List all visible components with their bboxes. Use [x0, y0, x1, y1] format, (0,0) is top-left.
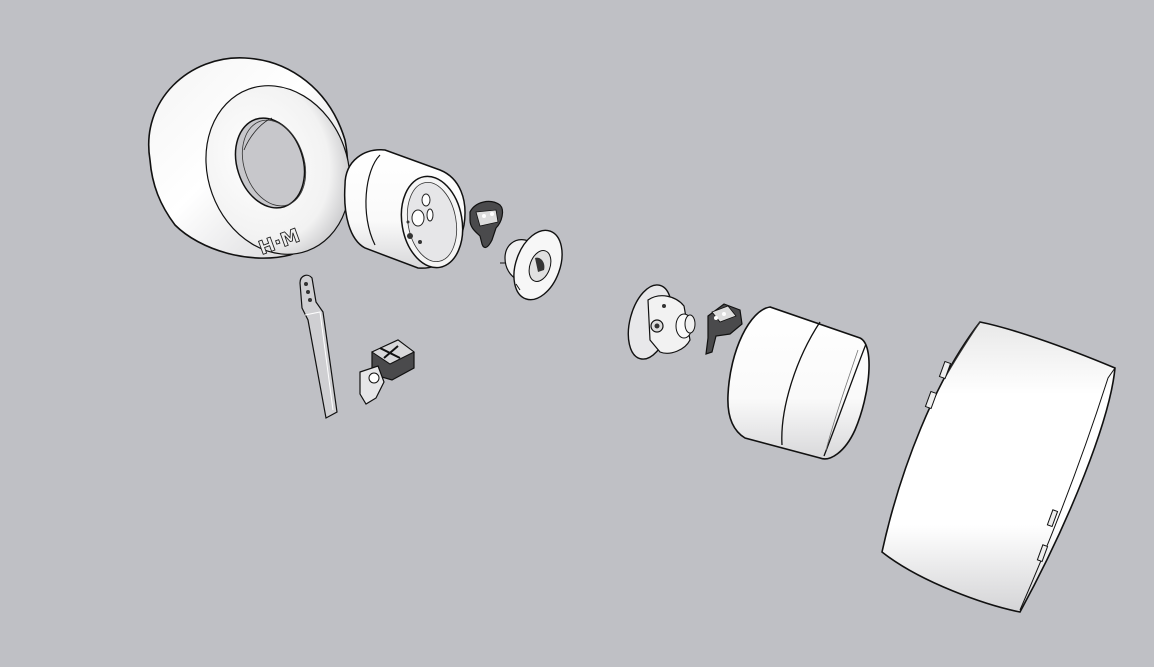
center-caliper[interactable]: [359, 339, 415, 405]
left-hub[interactable]: [500, 224, 571, 307]
right-hub[interactable]: [621, 280, 696, 364]
wrench[interactable]: [299, 274, 338, 419]
left-rim[interactable]: [343, 149, 470, 273]
right-rim[interactable]: [727, 306, 870, 460]
left-brake-caliper[interactable]: [469, 200, 504, 249]
left-tire[interactable]: H·M: [147, 57, 373, 275]
right-tire[interactable]: [881, 321, 1116, 613]
right-brake-caliper[interactable]: [705, 303, 743, 355]
